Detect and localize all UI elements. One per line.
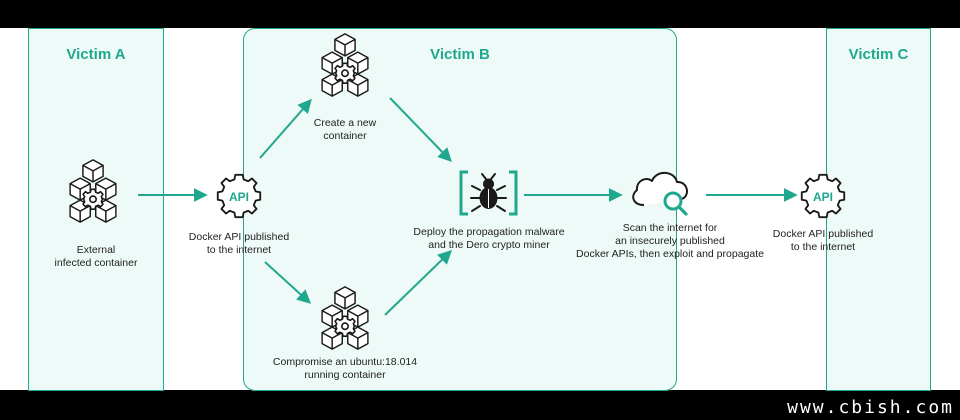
zone-title-victim-a: Victim A [66,46,126,63]
caption-deploy: Deploy the propagation malware and the D… [400,226,578,252]
caption-line: Scan the internet for [622,222,718,234]
caption-line: an insecurely published [615,235,725,247]
caption-line: to the internet [790,241,856,253]
caption-api-c: Docker API published to the internet [760,228,886,254]
api-gear-icon: API [216,173,262,219]
caption-line: running container [304,369,386,381]
api-gear-icon: API [800,173,846,219]
caption-line: Deploy the propagation malware [413,226,565,238]
caption-compromise: Compromise an ubuntu:18.014 running cont… [260,356,430,382]
api-icon-text: API [229,190,249,204]
bug-icon [459,170,518,216]
caption-scan: Scan the internet for an insecurely publ… [570,222,770,261]
caption-line: External [76,244,116,256]
container-gear-icon [322,287,368,349]
caption-line: infected container [54,257,138,269]
caption-line: to the internet [206,244,272,256]
edge-api-to-create [259,98,312,159]
edge-api-to-compromise [264,261,312,304]
caption-line: Compromise an ubuntu:18.014 [272,356,418,368]
caption-line: and the Dero crypto miner [428,239,550,251]
edges [138,97,798,316]
zone-title-victim-b: Victim B [430,46,490,63]
container-gear-icon [70,160,116,222]
caption-api-b: Docker API published to the internet [175,231,303,257]
watermark: www.cbish.com [783,396,958,420]
edge-compromise-to-deploy [384,250,453,316]
zone-title-victim-c: Victim C [848,46,909,63]
cloud-search-icon [632,171,689,216]
caption-external: External infected container [33,244,159,270]
api-icon-text: API [813,190,833,204]
caption-line: Docker APIs, then exploit and propagate [576,248,764,260]
zone-victim-c: Victim C [826,28,931,391]
caption-line: container [323,130,367,142]
container-gear-icon [322,34,368,96]
caption-line: Docker API published [188,231,290,243]
caption-create: Create a new container [290,117,400,143]
caption-line: Create a new [313,117,377,129]
edge-create-to-deploy [389,97,452,163]
caption-line: Docker API published [772,228,874,240]
